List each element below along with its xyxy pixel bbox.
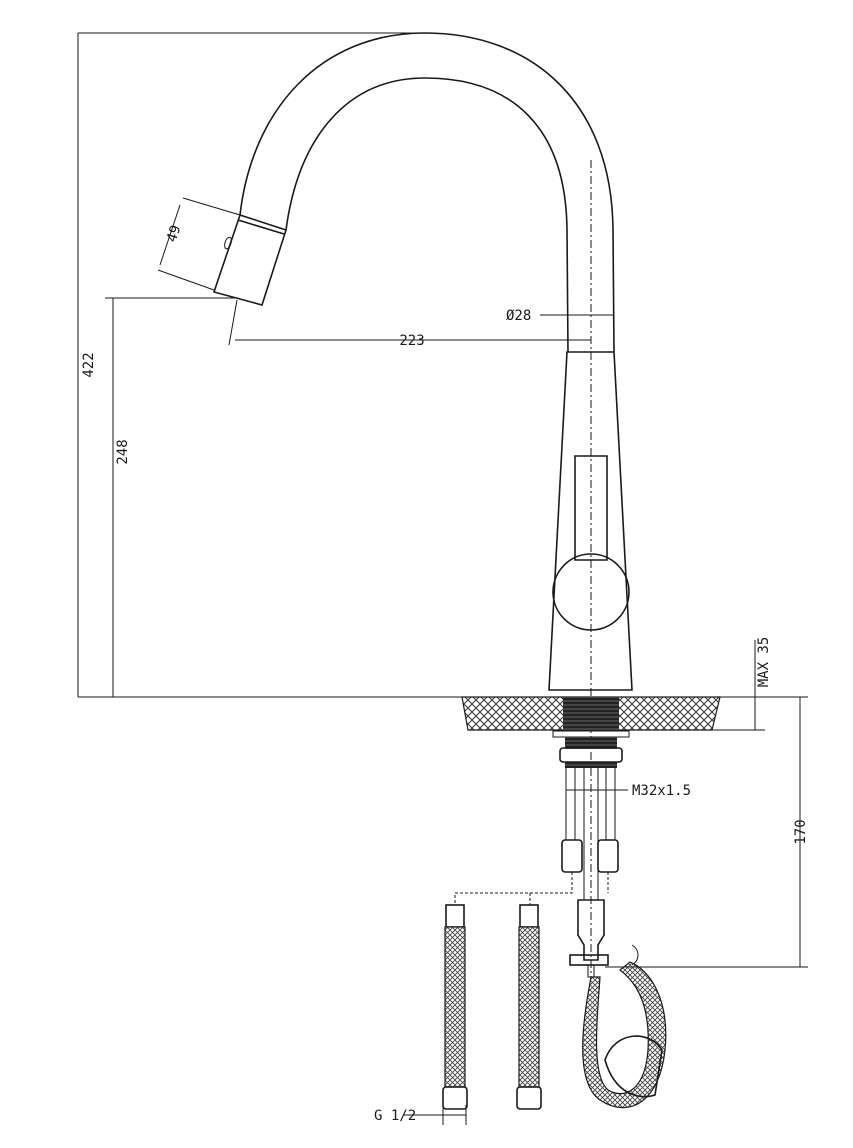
dim-spout-diameter: Ø28	[506, 308, 531, 324]
dim-shank-thread: M32x1.5	[632, 783, 691, 799]
dim-max-deck: MAX 35	[756, 637, 772, 688]
dim-head-width: 49	[164, 223, 184, 244]
dim-reach: 223	[399, 333, 424, 349]
dim-total-height: 422	[81, 352, 97, 377]
shank-assembly	[454, 730, 630, 978]
dim-shank-length: 170	[793, 819, 809, 844]
spray-head	[212, 213, 288, 346]
dimension-lines	[77, 32, 808, 1125]
dim-outlet-height: 248	[115, 439, 131, 464]
pull-out-hose	[582, 944, 667, 1109]
countertop	[78, 696, 808, 731]
supply-hose-right	[516, 904, 542, 1110]
dim-hose-thread: G 1/2	[374, 1108, 416, 1124]
faucet-body	[548, 351, 633, 691]
spout	[239, 32, 615, 353]
supply-hose-left	[442, 904, 468, 1110]
